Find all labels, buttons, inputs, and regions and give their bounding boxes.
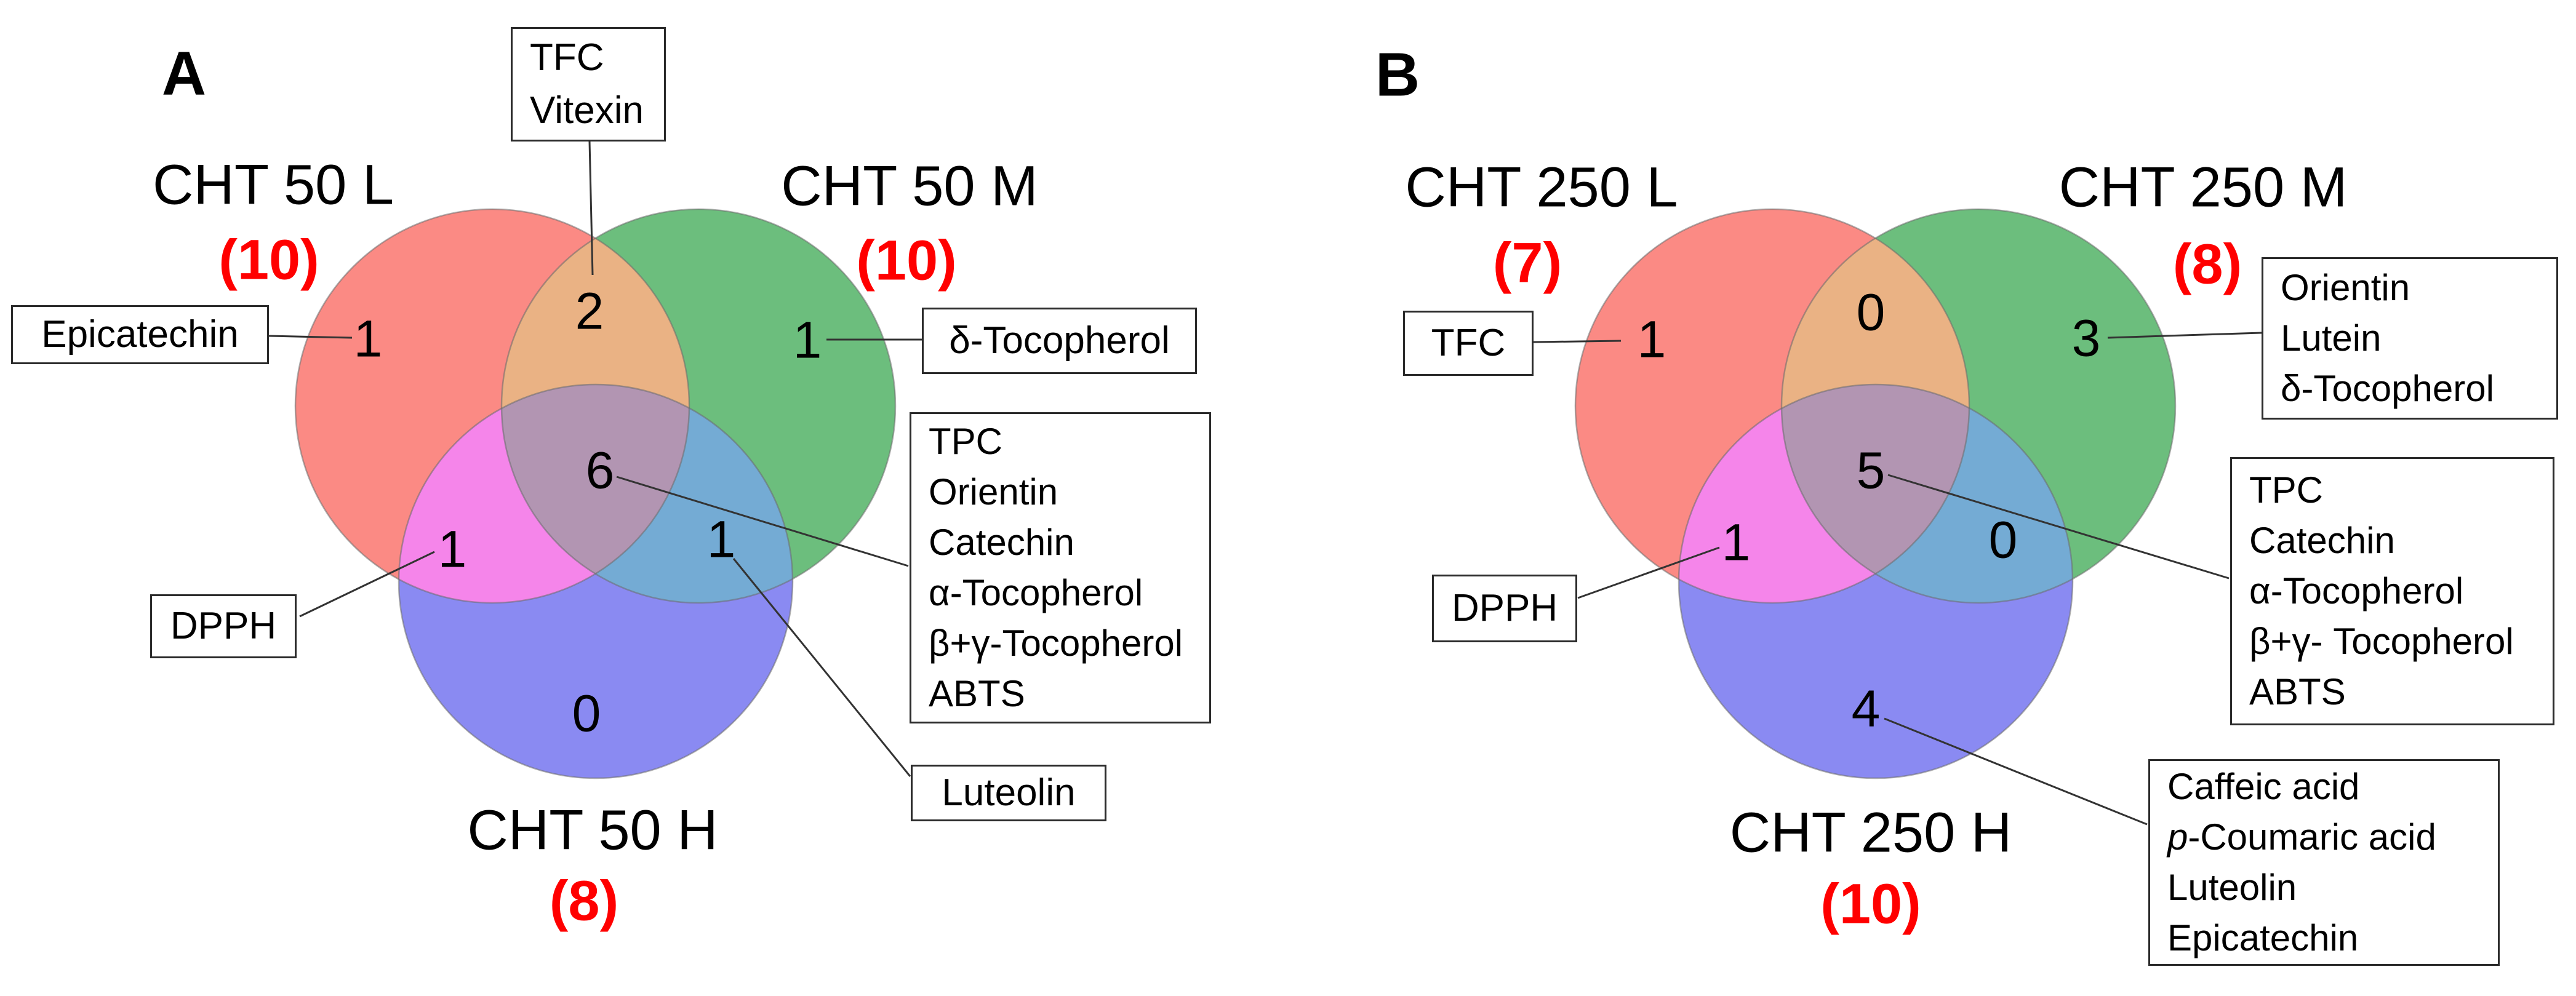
callout-line: Orientin xyxy=(2281,267,2410,308)
callout-line: TPC xyxy=(929,421,1002,462)
callout-line: α-Tocopherol xyxy=(2249,570,2464,612)
venn-a-outline-bottom xyxy=(398,383,794,779)
panel-a-title-right: CHT 50 M xyxy=(781,154,1038,218)
callout-line: TFC xyxy=(530,36,604,79)
panel-a-callout-dpph: DPPH xyxy=(150,594,297,658)
panel-a-region-left-right: 2 xyxy=(575,282,604,340)
leader-a-left xyxy=(268,335,353,339)
panel-b-title-left: CHT 250 L xyxy=(1405,156,1678,219)
panel-b-letter: B xyxy=(1375,40,1422,110)
panel-b-region-center: 5 xyxy=(1856,441,1886,500)
leader-a-top xyxy=(588,141,594,276)
panel-b-callout-shared: TPC Catechin α-Tocopherol β+γ- Tocophero… xyxy=(2230,457,2554,725)
callout-line: ABTS xyxy=(929,673,1025,714)
panel-a-title-bottom: CHT 50 H xyxy=(467,799,718,862)
panel-a-title-left: CHT 50 L xyxy=(152,153,394,217)
panel-b-title-right: CHT 250 M xyxy=(2058,156,2348,219)
panel-b-callout-orientin: Orientin Lutein δ-Tocopherol xyxy=(2262,257,2558,420)
panel-a-count-bottom: (8) xyxy=(549,869,619,933)
panel-b-region-right-bottom: 0 xyxy=(1988,511,2018,569)
panel-a-callout-tfc-vitexin: TFC Vitexin xyxy=(511,27,666,141)
callout-line: Catechin xyxy=(2249,520,2395,561)
callout-line: ABTS xyxy=(2249,671,2346,712)
callout-line: α-Tocopherol xyxy=(929,572,1143,613)
venn-b-outline-right xyxy=(1780,208,2177,604)
leader-b-lower-left xyxy=(1577,546,1720,599)
panel-b-count-right: (8) xyxy=(2172,233,2242,296)
leader-b-right xyxy=(2107,332,2262,339)
leader-lines-b xyxy=(1533,332,2262,826)
panel-a-region-right-only: 1 xyxy=(793,311,822,369)
callout-line: Luteolin xyxy=(942,771,1076,814)
panel-a-count-right: (10) xyxy=(856,229,957,292)
panel-b-callout-tfc: TFC xyxy=(1403,311,1534,376)
callout-line: Epicatechin xyxy=(41,313,239,356)
panel-b-count-bottom: (10) xyxy=(1820,872,1921,936)
panel-b-region-left-only: 1 xyxy=(1637,310,1666,369)
panel-a-region-bottom-only: 0 xyxy=(572,684,601,743)
leader-a-lower-right xyxy=(732,558,911,777)
panel-a-region-center: 6 xyxy=(585,441,615,500)
callout-line: DPPH xyxy=(170,605,277,647)
callout-line: DPPH xyxy=(1451,587,1558,629)
leader-a-middle xyxy=(616,476,909,567)
leader-b-middle xyxy=(1887,474,2230,580)
callout-line: β+γ-Tocopherol xyxy=(929,623,1183,664)
callout-line: β+γ- Tocopherol xyxy=(2249,621,2514,662)
panel-a-callout-luteolin: Luteolin xyxy=(911,765,1106,821)
callout-line: TPC xyxy=(2249,469,2323,511)
panel-a-callout-shared: TPC Orientin Catechin α-Tocopherol β+γ-T… xyxy=(910,412,1211,723)
venn-b xyxy=(1574,208,2177,779)
panel-b-region-right-only: 3 xyxy=(2071,309,2101,367)
callout-line: δ-Tocopherol xyxy=(949,319,1170,362)
callout-line: Vitexin xyxy=(530,89,644,132)
panel-b-count-left: (7) xyxy=(1492,231,1562,295)
callout-line: δ-Tocopherol xyxy=(2281,368,2494,409)
callout-line: Lutein xyxy=(2281,317,2382,359)
leader-lines-a xyxy=(268,141,922,777)
callout-line: Luteolin xyxy=(2167,867,2297,908)
callout-line: Caffeic acid xyxy=(2167,766,2360,807)
leader-a-lower-left xyxy=(299,551,435,618)
callout-line: Orientin xyxy=(929,471,1058,512)
panel-a-region-left-bottom: 1 xyxy=(438,520,467,578)
panel-a-callout-delta-tocopherol: δ-Tocopherol xyxy=(922,308,1197,374)
venn-a xyxy=(294,208,897,779)
leader-b-lower-right xyxy=(1884,717,2148,826)
venn-b-outline-left xyxy=(1574,208,1970,604)
venn-a-outline-right xyxy=(500,208,897,604)
panel-a-letter: A xyxy=(161,39,208,108)
panel-b-callout-dpph: DPPH xyxy=(1432,575,1577,642)
panel-a-count-left: (10) xyxy=(218,228,319,292)
panel-b-region-bottom-only: 4 xyxy=(1851,679,1881,738)
leader-b-left xyxy=(1533,340,1622,343)
callout-line: TFC xyxy=(1431,322,1506,364)
panel-b-region-left-right: 0 xyxy=(1856,283,1886,341)
venn-b-outline-bottom xyxy=(1678,383,2074,779)
callout-line: p-Coumaric acid xyxy=(2167,816,2436,858)
panel-a-callout-epicatechin: Epicatechin xyxy=(11,305,269,364)
panel-a-region-left-only: 1 xyxy=(353,309,383,368)
callout-line: Catechin xyxy=(929,522,1074,563)
panel-b-title-bottom: CHT 250 H xyxy=(1729,801,2012,864)
callout-line: Epicatechin xyxy=(2167,917,2359,958)
panel-b-region-left-bottom: 1 xyxy=(1721,513,1751,572)
panel-a-region-right-bottom: 1 xyxy=(706,510,736,568)
venn-a-outline-left xyxy=(294,208,690,604)
panel-b-callout-unique-bottom: Caffeic acid p-Coumaric acid Luteolin Ep… xyxy=(2148,759,2500,966)
